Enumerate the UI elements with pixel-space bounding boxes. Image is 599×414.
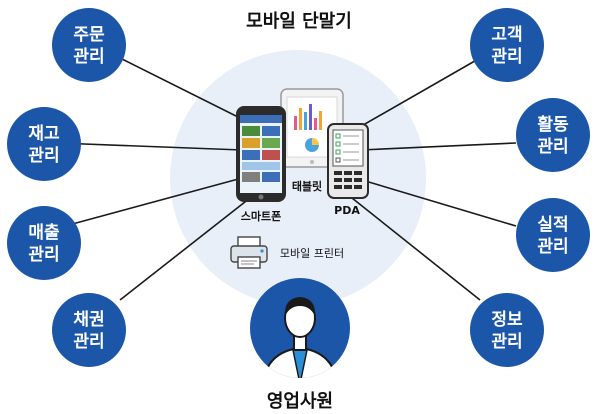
node-performance: 실적 관리 bbox=[516, 198, 590, 272]
node-sales-line2: 관리 bbox=[28, 245, 59, 265]
salesperson-avatar bbox=[250, 278, 350, 378]
printer-icon bbox=[230, 236, 268, 269]
node-stock-line1: 재고 bbox=[28, 124, 60, 144]
connector-sales bbox=[64, 177, 243, 227]
node-customer-line1: 고객 bbox=[491, 25, 522, 45]
node-activity-line2: 관리 bbox=[537, 137, 568, 157]
connector-customer bbox=[357, 57, 481, 129]
connector-stock bbox=[57, 142, 243, 151]
node-receivables-line2: 관리 bbox=[73, 332, 104, 352]
node-performance-line2: 관리 bbox=[537, 237, 568, 257]
node-info: 정보 관리 bbox=[470, 293, 544, 367]
diagram-title: 모바일 단말기 bbox=[246, 11, 352, 32]
printer-label: 모바일 프린터 bbox=[280, 246, 344, 260]
node-activity: 활동 관리 bbox=[516, 98, 590, 172]
node-order: 주문 관리 bbox=[52, 8, 126, 82]
connector-lines bbox=[57, 57, 517, 301]
connector-info bbox=[351, 197, 481, 301]
node-performance-line1: 실적 bbox=[537, 215, 568, 235]
connector-order bbox=[119, 57, 251, 124]
node-order-line1: 주문 bbox=[73, 25, 105, 45]
node-sales: 매출 관리 bbox=[7, 206, 81, 280]
node-customer: 고객 관리 bbox=[470, 8, 544, 82]
node-stock: 재고 관리 bbox=[7, 107, 81, 181]
connector-activity bbox=[359, 142, 517, 151]
pda-label: PDA bbox=[334, 204, 360, 217]
node-order-line2: 관리 bbox=[73, 47, 104, 67]
salesperson-label: 영업사원 bbox=[267, 391, 333, 412]
node-activity-line1: 활동 bbox=[537, 114, 569, 135]
connector-performance bbox=[361, 179, 517, 227]
node-info-line1: 정보 bbox=[491, 310, 523, 330]
smartphone-icon bbox=[236, 106, 286, 202]
node-customer-line2: 관리 bbox=[491, 47, 522, 67]
tablet-label: 태블릿 bbox=[292, 179, 322, 193]
background-halo bbox=[170, 50, 426, 306]
pda-icon bbox=[327, 123, 369, 199]
connector-receivables bbox=[119, 197, 251, 301]
node-receivables: 채권 관리 bbox=[52, 293, 126, 367]
node-sales-line1: 매출 bbox=[28, 223, 60, 243]
node-receivables-line1: 채권 bbox=[73, 310, 104, 330]
node-info-line2: 관리 bbox=[491, 332, 522, 352]
smartphone-label: 스마트폰 bbox=[241, 209, 281, 223]
node-stock-line2: 관리 bbox=[28, 146, 59, 166]
